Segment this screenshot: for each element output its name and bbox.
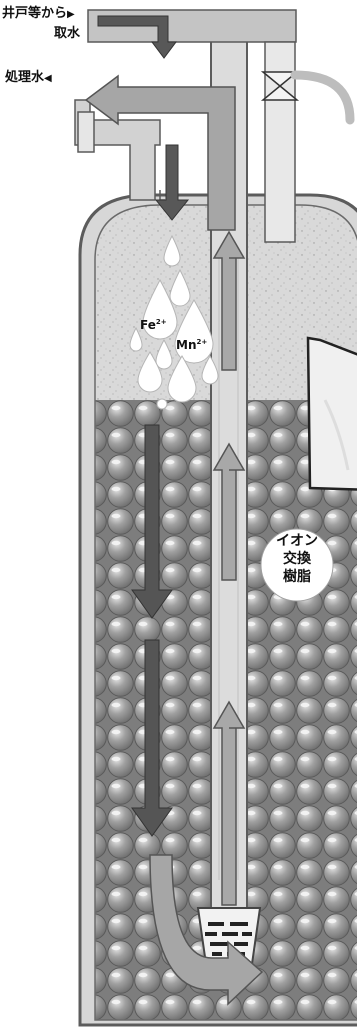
- intake-label-line1: 井戸等から▶: [2, 6, 75, 21]
- resin-label-line2: 交換: [283, 551, 311, 567]
- triangle-right-icon: ▶: [67, 9, 75, 20]
- fe-droplet: [142, 278, 178, 340]
- riser-up-arrow-3: [212, 700, 246, 906]
- intake-label-line2: 取水: [54, 26, 81, 41]
- intake-arrow: [97, 15, 177, 59]
- riser-up-arrow-1: [212, 230, 246, 371]
- mn-droplet: [174, 298, 214, 364]
- resin-label-line1: イオン: [276, 533, 318, 549]
- resin-label-line3: 樹脂: [283, 569, 311, 585]
- triangle-left-icon: ◀: [44, 73, 52, 84]
- mn-ion-label: Mn2+: [176, 338, 208, 352]
- u-turn-arrow: [149, 854, 264, 1006]
- valve-head: [74, 9, 355, 243]
- flow-down-arrow-2: [131, 639, 173, 837]
- resin-label: イオン 交換 樹脂: [261, 532, 333, 586]
- treated-water-label: 処理水◀: [5, 70, 52, 85]
- treated-outflow-arrow: [84, 74, 236, 231]
- fe-ion-label: Fe2+: [140, 318, 167, 332]
- inflow-down-arrow: [154, 144, 190, 221]
- riser-up-arrows: [212, 230, 246, 906]
- valve-icon: [260, 71, 300, 101]
- metal-ion-droplets: [129, 234, 219, 410]
- resin-label-circle: [260, 528, 334, 602]
- riser-up-arrow-2: [212, 442, 246, 581]
- flow-down-arrow-1: [131, 424, 173, 619]
